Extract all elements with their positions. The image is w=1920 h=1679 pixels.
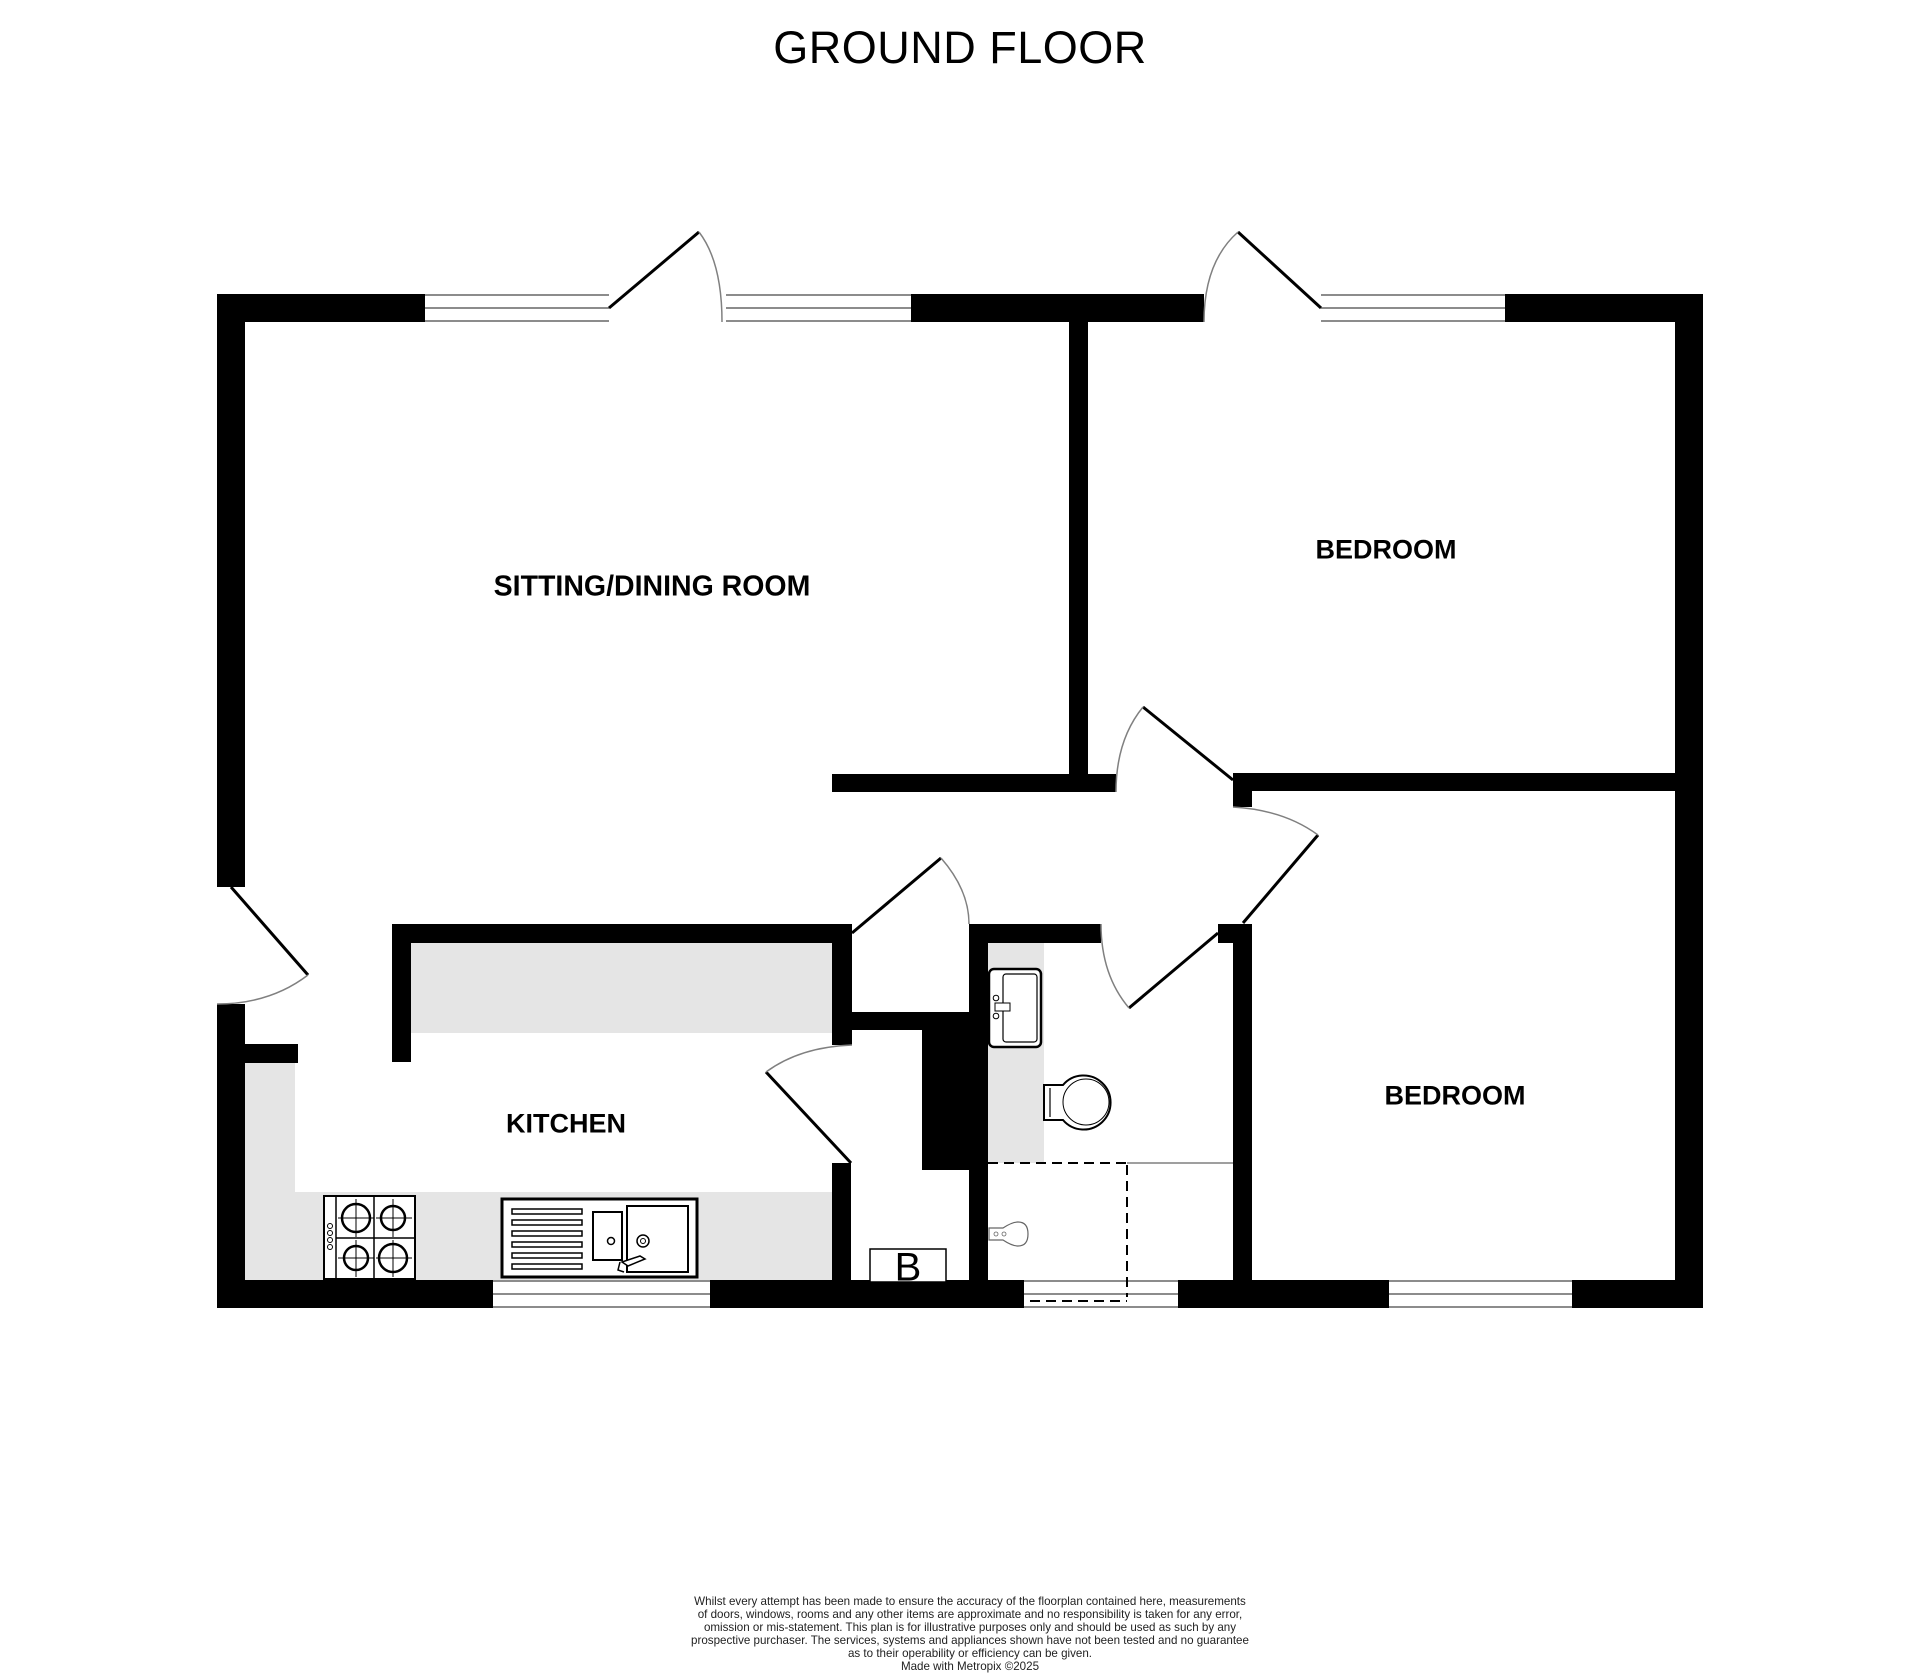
- door-sitting-garden: [608, 230, 723, 323]
- sink-icon: [500, 1197, 699, 1279]
- basin-icon: [987, 967, 1043, 1049]
- door-bedroom-1-garden: [1203, 230, 1323, 323]
- toilet-icon: [1043, 1074, 1112, 1131]
- walls: [217, 294, 1703, 1308]
- window-sitting-right: [726, 294, 911, 322]
- bidet-icon: [988, 1221, 1029, 1247]
- windows: [425, 294, 1572, 1308]
- disclaimer-line: Whilst every attempt has been made to en…: [694, 1595, 1246, 1608]
- credit: Made with Metropix ©2025: [900, 1660, 1040, 1673]
- room-label-bedroom-1: BEDROOM: [1315, 534, 1457, 565]
- disclaimer-line: as to their operability or efficiency ca…: [847, 1647, 1093, 1660]
- hob-icon: [323, 1195, 416, 1280]
- door-bedroom-2: [1232, 806, 1320, 924]
- window-sitting-left: [425, 294, 609, 322]
- window-bathroom: [1024, 1280, 1178, 1308]
- window-bedroom-1: [1321, 294, 1505, 322]
- door-bedroom-1: [1115, 705, 1234, 793]
- window-bedroom-2: [1389, 1280, 1572, 1308]
- floor-title: GROUND FLOOR: [773, 22, 1147, 73]
- room-label-kitchen: KITCHEN: [506, 1108, 626, 1139]
- doors: [216, 230, 1323, 1165]
- door-bathroom: [1100, 923, 1219, 1010]
- boiler-label: B: [894, 1245, 922, 1290]
- disclaimer: Whilst every attempt has been made to en…: [620, 1595, 1320, 1673]
- disclaimer-line: of doors, windows, rooms and any other i…: [697, 1608, 1243, 1621]
- disclaimer-line: prospective purchaser. The services, sys…: [691, 1634, 1249, 1647]
- door-cupboard: [851, 856, 970, 935]
- shower-tray-icon: [988, 1162, 1233, 1302]
- room-label-sitting-dining: SITTING/DINING ROOM: [493, 570, 811, 603]
- window-kitchen: [493, 1280, 710, 1308]
- boiler-icon: [869, 1248, 947, 1283]
- door-entrance: [216, 886, 310, 1005]
- room-label-bedroom-2: BEDROOM: [1384, 1080, 1526, 1111]
- door-kitchen: [764, 1044, 853, 1165]
- disclaimer-line: omission or mis-statement. This plan is …: [703, 1621, 1237, 1634]
